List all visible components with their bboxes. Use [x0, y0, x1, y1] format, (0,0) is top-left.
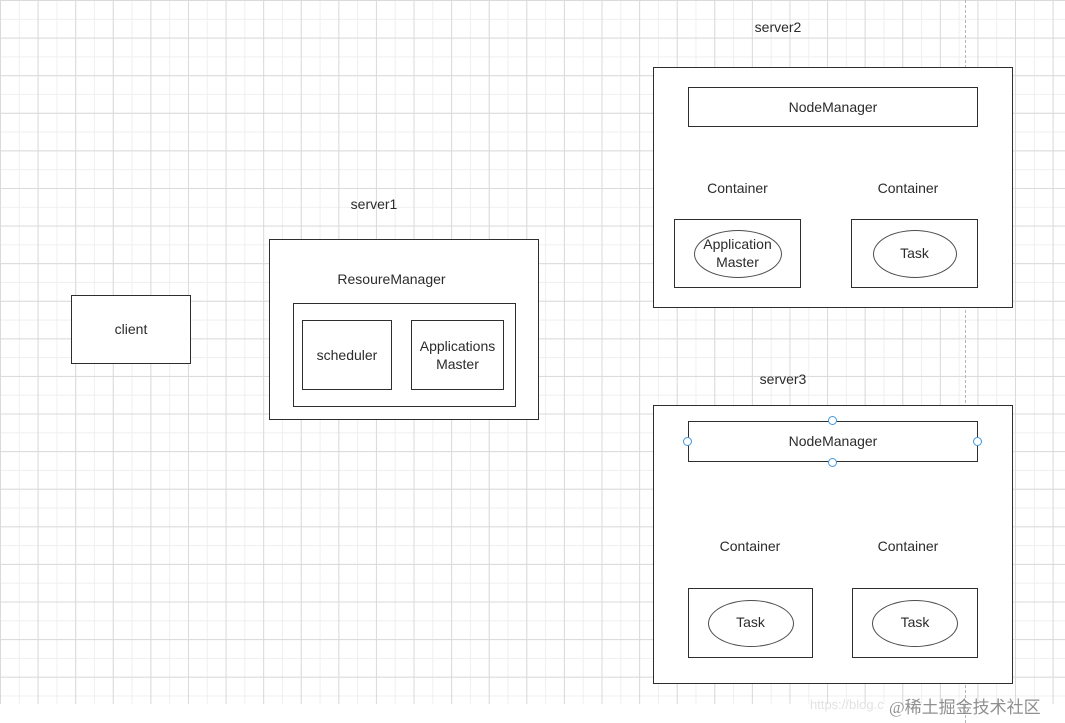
task-label: Task: [900, 244, 929, 261]
server3-label[interactable]: server3: [759, 371, 807, 387]
server3-task-container-left[interactable]: Task: [688, 588, 813, 658]
server2-nodemanager-node[interactable]: NodeManager: [688, 87, 978, 127]
task-ellipse[interactable]: Task: [707, 599, 794, 647]
nodemanager-label: NodeManager: [788, 98, 878, 115]
applications-master-node[interactable]: Applications Master: [411, 320, 504, 390]
server2-application-master-container[interactable]: Application Master: [674, 219, 801, 288]
resource-manager-label: ResoureManager: [337, 271, 446, 287]
scheduler-node[interactable]: scheduler: [302, 320, 392, 390]
server2-container-label-left[interactable]: Container: [707, 180, 768, 196]
server3-nodemanager-node[interactable]: NodeManager: [688, 421, 978, 462]
selection-handle-left[interactable]: [683, 437, 692, 446]
page-boundary-dashed-line: [965, 0, 966, 723]
server2-container-label-right[interactable]: Container: [877, 180, 939, 196]
task-label: Task: [736, 614, 765, 631]
nodemanager-label: NodeManager: [788, 433, 878, 450]
task-ellipse[interactable]: Task: [872, 229, 957, 278]
client-node[interactable]: client: [71, 295, 191, 364]
application-master-label: Application Master: [703, 236, 772, 270]
scheduler-label: scheduler: [316, 346, 378, 363]
task-label: Task: [900, 614, 930, 631]
server3-task-container-right[interactable]: Task: [852, 588, 978, 658]
server2-task-container[interactable]: Task: [851, 219, 978, 288]
watermark-credit: @稀土掘金技术社区: [889, 698, 1041, 717]
client-node-label: client: [114, 321, 148, 338]
server3-container-label-left[interactable]: Container: [719, 538, 781, 554]
applications-master-label: Applications Master: [419, 337, 496, 372]
server1-label[interactable]: server1: [350, 196, 398, 212]
selection-handle-top[interactable]: [828, 416, 837, 425]
watermark-url: https://blog.c: [810, 697, 884, 712]
selection-handle-right[interactable]: [973, 437, 982, 446]
selection-handle-bottom[interactable]: [828, 458, 837, 467]
server3-container-label-right[interactable]: Container: [877, 538, 939, 554]
server2-label[interactable]: server2: [754, 19, 802, 35]
application-master-ellipse[interactable]: Application Master: [693, 229, 782, 278]
task-ellipse[interactable]: Task: [872, 599, 958, 647]
